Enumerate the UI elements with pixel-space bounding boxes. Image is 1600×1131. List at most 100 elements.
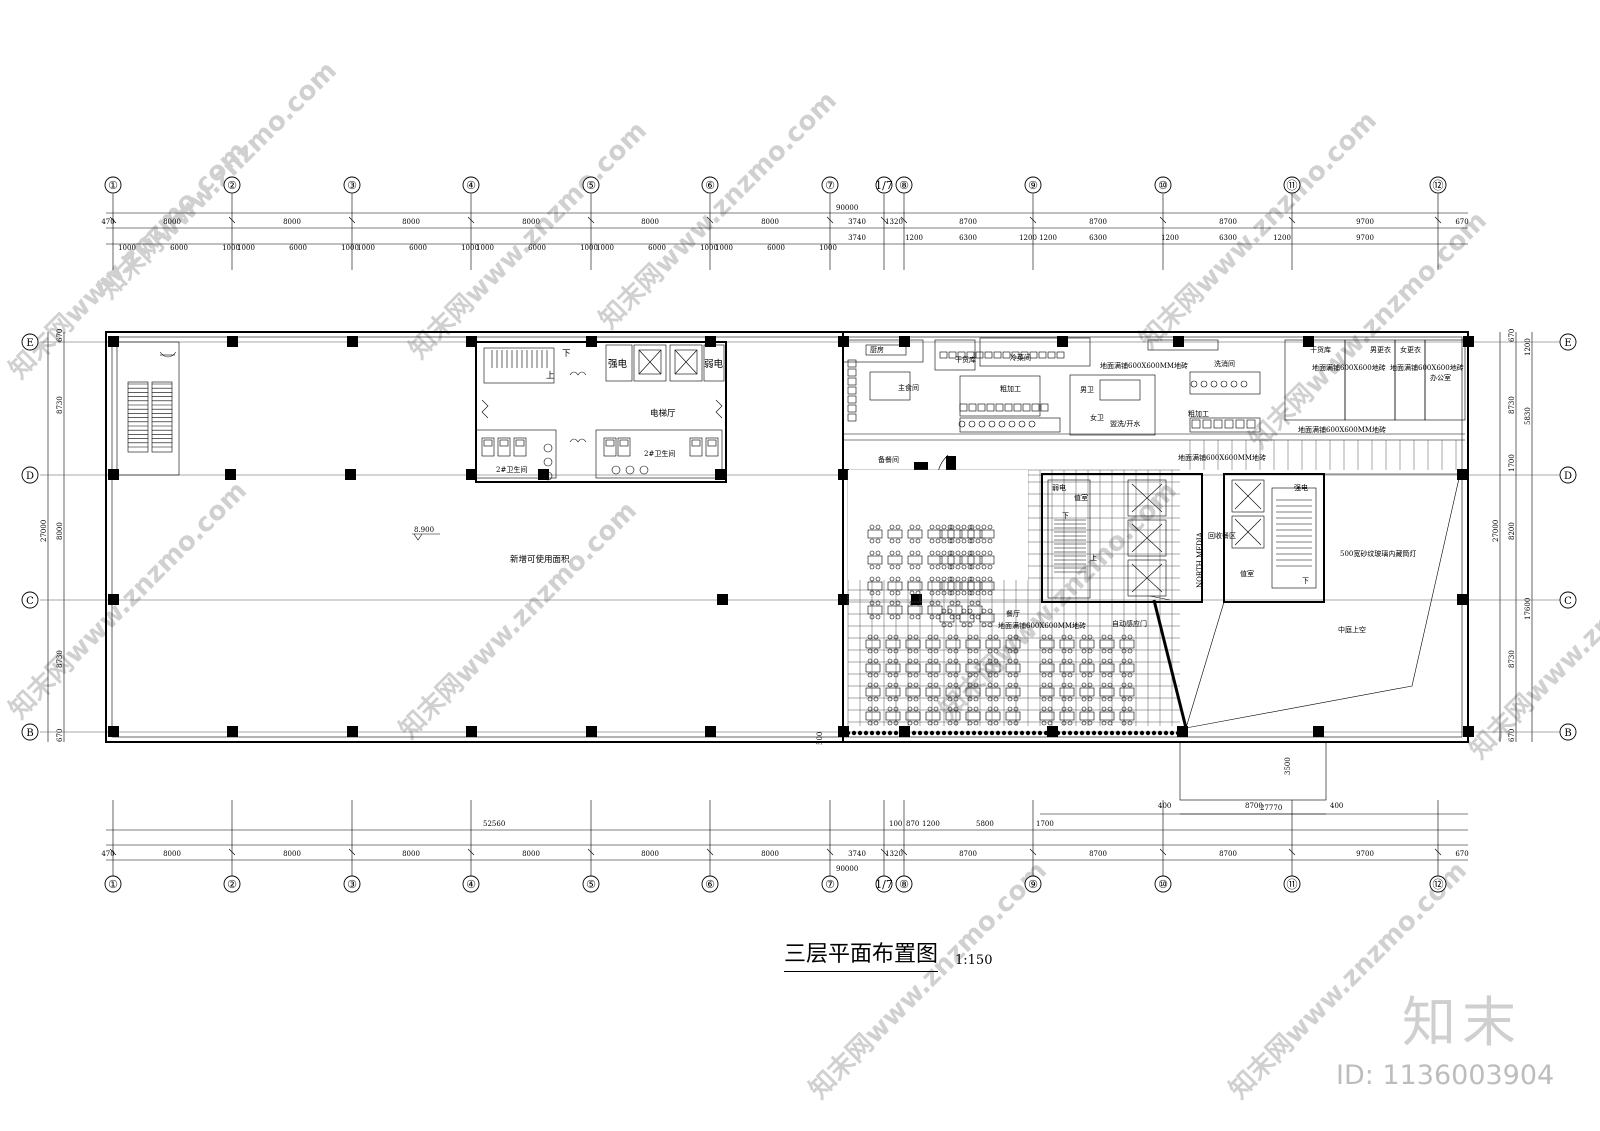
column: [1057, 336, 1068, 347]
storage-2-label: 干货库: [1310, 345, 1331, 354]
drawing-title: 三层平面布置图: [784, 936, 939, 972]
dim-bottom-value: 8700: [959, 850, 977, 858]
open-area: 新增可使用面积 8.900: [412, 526, 570, 565]
dim-right-2: 5830: [1524, 407, 1532, 425]
axis-label: ⑨: [1028, 179, 1038, 192]
dim-top-value-2: 1000: [700, 244, 718, 252]
dim-top-value-2: 1000: [476, 244, 494, 252]
wash-label-2: 粗加工: [1188, 409, 1209, 418]
dim-bottom-1: 100: [889, 820, 902, 828]
canopy-dim-0: 400: [1158, 802, 1171, 810]
axis-label: ⑥: [705, 878, 715, 891]
dim-top-value-2: 6000: [409, 244, 427, 252]
dim-left-0: 670: [56, 329, 64, 342]
axis-bubble: [1429, 176, 1447, 194]
axis-label: D: [1564, 471, 1572, 482]
axis-label: ⑧: [899, 179, 909, 192]
axis-label: ⑦: [825, 878, 835, 891]
dim-top-value-2: 1200: [1019, 234, 1037, 242]
grid-lines: [112, 194, 1439, 876]
column: [1457, 469, 1468, 480]
dim-top-total: 90000: [836, 204, 858, 212]
top-dimensions: 90000: [106, 204, 1468, 245]
column: [715, 469, 726, 480]
north-media-label: NORTH MEDIA: [1196, 531, 1204, 588]
axis-label: ③: [347, 179, 357, 192]
male-changing-label: 男更衣: [1370, 345, 1391, 354]
axis-bubble: [1024, 176, 1042, 194]
axis-label: C: [1564, 596, 1572, 607]
dim-top-value: 8700: [1089, 218, 1107, 226]
canopy-dim-3: 3500: [1284, 757, 1292, 775]
storage-label: 干货库: [955, 355, 976, 364]
weak-elec-left: 弱电: [704, 358, 724, 370]
column: [347, 336, 358, 347]
dim-top-value: 1320: [885, 218, 903, 226]
dim-top-value: 9700: [1356, 218, 1374, 226]
atrium-label: 中庭上空: [1338, 625, 1366, 634]
column: [1463, 336, 1474, 347]
dim-top-value-2: 6000: [289, 244, 307, 252]
duty-room-2-label: 值室: [1240, 569, 1254, 578]
stairs-up-r: 上: [1090, 553, 1097, 562]
axis-label: ⑧: [899, 878, 909, 891]
axis-bubble: [21, 466, 39, 484]
dim-bottom-value: 8700: [1089, 850, 1107, 858]
column: [345, 469, 356, 480]
dim-right-7: 8730: [1508, 650, 1516, 668]
dim-left-total: 27000: [40, 520, 48, 542]
office-label: 办公室: [1430, 373, 1451, 382]
axis-bubble: [875, 176, 893, 194]
weak-elec-right: 弱电: [1052, 483, 1066, 492]
watermark: 知末网www.znzmo.com: [94, 56, 343, 305]
image-id: ID: 1136003904: [1336, 1060, 1555, 1091]
dim-right-8: 670: [1508, 729, 1516, 742]
column: [225, 469, 236, 480]
toilet-left-label: 2#卫生间: [496, 465, 527, 474]
axis-bubble: [582, 176, 600, 194]
dim-top-value-2: 1200: [1161, 234, 1179, 242]
column: [586, 726, 597, 737]
column: [466, 336, 477, 347]
column: [899, 336, 910, 347]
dim-top-value-2: 6000: [528, 244, 546, 252]
dim-bottom-4: 5800: [976, 820, 994, 828]
dim-top-value-2: 3740: [848, 234, 866, 242]
axis-label: ⑦: [825, 179, 835, 192]
canopy: 400 8700 400 3500 500: [816, 732, 1343, 815]
column: [1457, 594, 1468, 605]
canopy-dim-2: 400: [1330, 802, 1343, 810]
dim-bottom-value: 9700: [1356, 850, 1374, 858]
column: [227, 336, 238, 347]
dim-right-0: 670: [1508, 329, 1516, 342]
column: [1313, 726, 1324, 737]
dim-top-value-2: 1000: [237, 244, 255, 252]
axis-label: ①: [108, 179, 118, 192]
axis-label: ②: [227, 878, 237, 891]
central-core: 下 上 强电 弱电 电梯厅 2#卫生间 2#卫生间: [475, 341, 727, 483]
column: [1463, 726, 1474, 737]
dim-top-value-2: 6300: [959, 234, 977, 242]
drawing-scale: 1:150: [955, 953, 993, 968]
kitchen-label: 厨房: [870, 345, 884, 354]
dim-top-value: 8000: [283, 218, 301, 226]
axis-label: ⑩: [1158, 179, 1168, 192]
strong-elec-left: 强电: [608, 358, 628, 370]
axis-label: E: [26, 338, 33, 349]
men-wc-label: 男卫: [1080, 386, 1094, 394]
side-dimensions: 27000 670 8730 8000 8730 670 27000 670 1…: [40, 329, 1533, 742]
canopy-dim-1: 8700: [1245, 802, 1263, 810]
auto-door-label: 自动感应门: [1112, 619, 1147, 628]
dim-top-value: 8700: [959, 218, 977, 226]
dim-top-value: 670: [1455, 218, 1468, 226]
axis-label: D: [26, 471, 34, 482]
dim-top-value-2: 1000: [118, 244, 136, 252]
prep-room-label: 备餐间: [878, 455, 899, 464]
dim-right-5: 8200: [1508, 522, 1516, 540]
